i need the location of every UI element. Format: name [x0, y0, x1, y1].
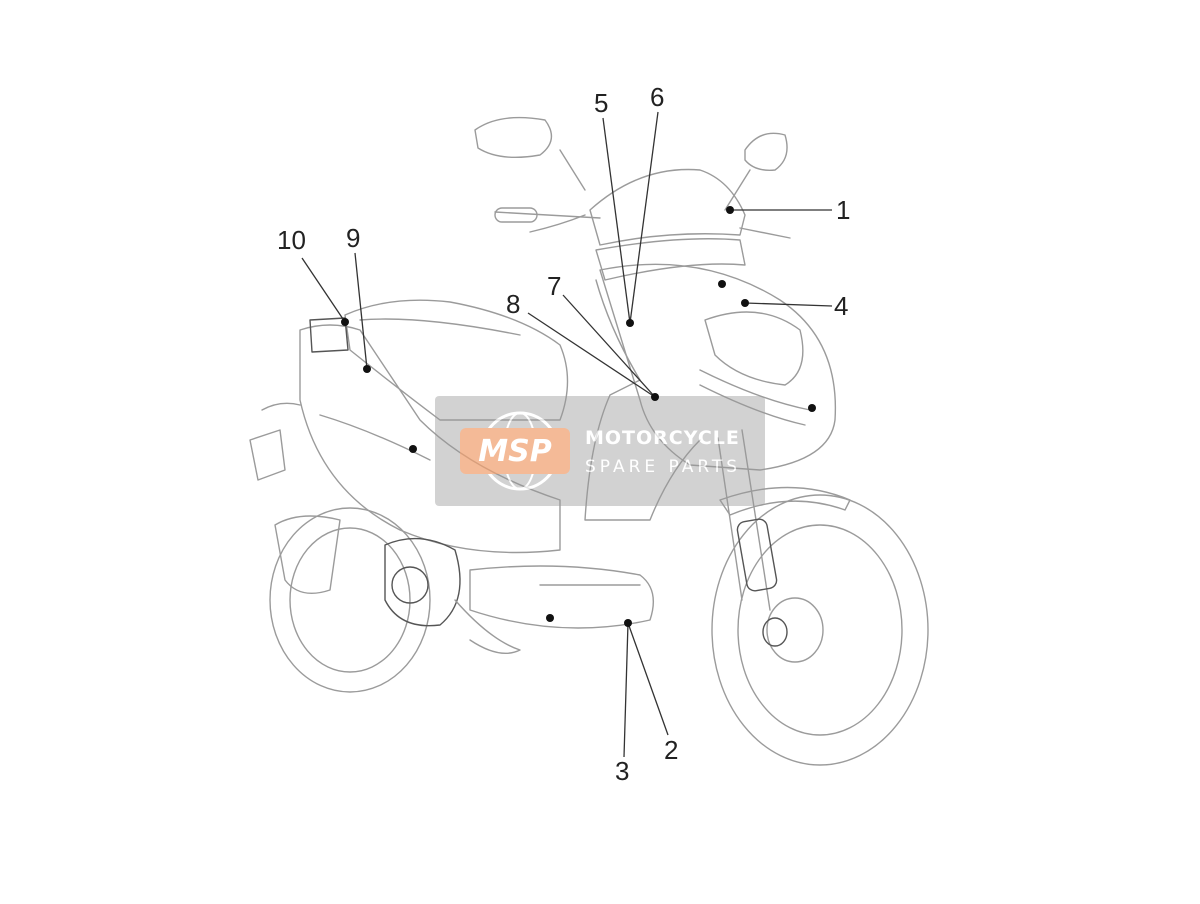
front-rim: [737, 524, 903, 736]
exhaust: [274, 515, 341, 594]
shield-vent: [699, 369, 811, 411]
callout-dot-5-6: [626, 319, 634, 327]
leader-6: [629, 111, 659, 324]
seat: [344, 299, 569, 421]
callout-label-6[interactable]: 6: [650, 82, 664, 112]
callout-dot-2-3: [624, 619, 632, 627]
left-mirror-stem: [559, 149, 586, 191]
side-panel-line: [319, 414, 431, 461]
leader-10: [301, 257, 346, 323]
watermark-box: [435, 396, 765, 506]
headlight: [704, 311, 804, 386]
stand: [454, 599, 521, 654]
tail-light: [309, 317, 349, 353]
handlebar: [494, 211, 791, 239]
handlebar-cover: [595, 238, 746, 281]
callout-dots: [341, 206, 816, 627]
windscreen: [589, 168, 746, 246]
callout-label-7[interactable]: 7: [547, 271, 561, 301]
watermark-logo-text: MSP: [478, 434, 551, 469]
rear-wheel: [269, 507, 431, 693]
rear-rim: [289, 527, 411, 673]
callout-dot-1: [726, 206, 734, 214]
callout-label-9[interactable]: 9: [346, 223, 360, 253]
callout-label-5[interactable]: 5: [594, 88, 608, 118]
fork-slider: [736, 518, 778, 592]
leader-5: [602, 117, 631, 324]
callout-label-8[interactable]: 8: [506, 289, 520, 319]
front-mudguard: [719, 486, 851, 516]
callout-dot-extra-a: [718, 280, 726, 288]
leader-8: [527, 312, 656, 398]
callout-label-4[interactable]: 4: [834, 291, 848, 321]
engine-case: [384, 537, 461, 627]
brake-lever: [529, 214, 586, 233]
callout-dot-extra-c: [409, 445, 417, 453]
front-disc: [766, 597, 824, 663]
callout-dot-extra-b: [808, 404, 816, 412]
shield-vent-2: [699, 384, 806, 426]
callout-label-1[interactable]: 1: [836, 195, 850, 225]
front-shield: [599, 263, 837, 471]
callout-dot-10: [341, 318, 349, 326]
callout-labels: 1 2 3 4 5 6 7 8 9 10: [277, 82, 850, 786]
callout-dot-7-8: [651, 393, 659, 401]
leader-3: [623, 622, 629, 758]
seat-stitch: [359, 318, 521, 336]
watermark-logo-badge: [460, 428, 570, 474]
floorboard: [469, 565, 654, 629]
variator-cover: [391, 566, 429, 604]
front-wheel: [711, 494, 929, 766]
scooter-drawing: [249, 116, 929, 766]
leader-9: [354, 252, 368, 370]
front-hub: [762, 617, 788, 647]
number-plate: [249, 429, 286, 481]
watermark-subtitle: SPARE PARTS: [585, 457, 741, 477]
left-mirror: [474, 116, 553, 159]
leader-lines: [301, 111, 833, 758]
callout-label-2[interactable]: 2: [664, 735, 678, 765]
rear-indicator: [261, 402, 301, 411]
watermark-title: MOTORCYCLE: [585, 427, 740, 449]
leader-4: [744, 302, 833, 307]
callout-dot-4: [741, 299, 749, 307]
callout-label-3[interactable]: 3: [615, 756, 629, 786]
callout-dot-9: [363, 365, 371, 373]
leader-7: [562, 294, 656, 398]
rear-side-panel: [299, 324, 561, 554]
watermark: MSP MOTORCYCLE SPARE PARTS: [435, 396, 765, 506]
leg-shield: [584, 279, 701, 521]
right-mirror-stem: [724, 169, 751, 211]
leader-2: [627, 622, 669, 736]
callout-label-10[interactable]: 10: [277, 225, 306, 255]
left-grip: [494, 207, 538, 223]
right-mirror: [744, 132, 788, 171]
callout-dot-extra-d: [546, 614, 554, 622]
